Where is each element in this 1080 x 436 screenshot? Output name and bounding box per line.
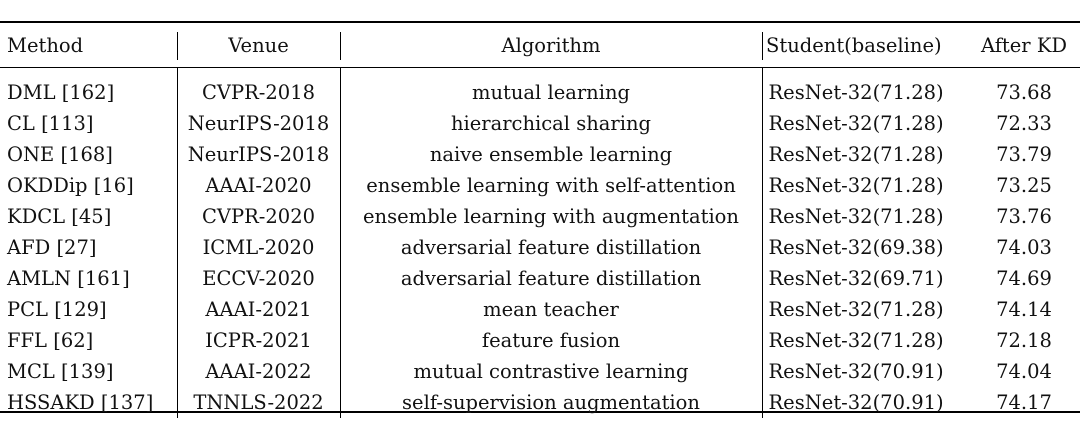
cell-after-kd: 73.25 xyxy=(996,173,1052,197)
cell-method: ONE [168] xyxy=(7,142,113,166)
cell-after-kd: 73.68 xyxy=(996,80,1052,104)
cell-method: PCL [129] xyxy=(7,297,107,321)
cell-after-kd: 74.17 xyxy=(996,390,1052,414)
cell-after-kd: 72.18 xyxy=(996,328,1052,352)
cell-student: ResNet-32(71.28) xyxy=(761,108,968,139)
table-row: ONE [168] NeurIPS-2018 naive ensemble le… xyxy=(0,139,1080,170)
cell-method: OKDDip [16] xyxy=(7,173,134,197)
cell-student: ResNet-32(71.28) xyxy=(761,201,968,232)
header-method: Method xyxy=(7,33,84,57)
cell-after-kd: 72.33 xyxy=(996,111,1052,135)
cell-method: KDCL [45] xyxy=(7,204,112,228)
cell-algorithm: ensemble learning with augmentation xyxy=(339,201,762,232)
cell-venue: AAAI-2020 xyxy=(176,170,340,201)
table-row: KDCL [45] CVPR-2020 ensemble learning wi… xyxy=(0,201,1080,232)
header-after-kd: After KD xyxy=(980,33,1068,57)
cell-method: MCL [139] xyxy=(7,359,114,383)
cell-venue: AAAI-2021 xyxy=(176,294,340,325)
cell-after-kd: 74.03 xyxy=(996,235,1052,259)
cell-student: ResNet-32(69.38) xyxy=(761,232,968,263)
cell-after-kd: 74.69 xyxy=(996,266,1052,290)
cell-venue: ICPR-2021 xyxy=(176,325,340,356)
results-table: Method Venue Algorithm Student(baseline)… xyxy=(0,0,1080,418)
table-row: AFD [27] ICML-2020 adversarial feature d… xyxy=(0,232,1080,263)
table-header-row: Method Venue Algorithm Student(baseline)… xyxy=(0,0,1080,68)
cell-after-kd: 73.76 xyxy=(996,204,1052,228)
table-row: AMLN [161] ECCV-2020 adversarial feature… xyxy=(0,263,1080,294)
cell-venue: ICML-2020 xyxy=(176,232,340,263)
cell-algorithm: ensemble learning with self-attention xyxy=(339,170,762,201)
cell-student: ResNet-32(69.71) xyxy=(761,263,968,294)
table-row: CL [113] NeurIPS-2018 hierarchical shari… xyxy=(0,108,1080,139)
cell-student: ResNet-32(71.28) xyxy=(761,139,968,170)
cell-algorithm: mutual learning xyxy=(339,68,762,108)
cell-after-kd: 73.79 xyxy=(996,142,1052,166)
cell-student: ResNet-32(70.91) xyxy=(761,387,968,418)
table-row: DML [162] CVPR-2018 mutual learning ResN… xyxy=(0,68,1080,108)
header-venue: Venue xyxy=(177,0,340,68)
cell-student: ResNet-32(71.28) xyxy=(761,170,968,201)
cell-after-kd: 74.04 xyxy=(996,359,1052,383)
table-row: MCL [139] AAAI-2022 mutual contrastive l… xyxy=(0,356,1080,387)
cell-student: ResNet-32(71.28) xyxy=(761,325,968,356)
cell-venue: NeurIPS-2018 xyxy=(176,139,340,170)
cell-algorithm: adversarial feature distillation xyxy=(339,263,762,294)
cell-venue: CVPR-2018 xyxy=(176,68,340,108)
cell-venue: AAAI-2022 xyxy=(176,356,340,387)
table-row: FFL [62] ICPR-2021 feature fusion ResNet… xyxy=(0,325,1080,356)
cell-algorithm: self-supervision augmentation xyxy=(339,387,762,418)
cell-after-kd: 74.14 xyxy=(996,297,1052,321)
cell-method: FFL [62] xyxy=(7,328,94,352)
cell-algorithm: mutual contrastive learning xyxy=(339,356,762,387)
cell-method: AMLN [161] xyxy=(7,266,130,290)
cell-algorithm: mean teacher xyxy=(339,294,762,325)
cell-method: DML [162] xyxy=(7,80,115,104)
cell-venue: CVPR-2020 xyxy=(176,201,340,232)
cell-student: ResNet-32(71.28) xyxy=(761,294,968,325)
header-student: Student(baseline) xyxy=(762,0,968,68)
table-row: OKDDip [16] AAAI-2020 ensemble learning … xyxy=(0,170,1080,201)
cell-method: AFD [27] xyxy=(7,235,97,259)
cell-algorithm: feature fusion xyxy=(339,325,762,356)
cell-student: ResNet-32(71.28) xyxy=(761,68,968,108)
cell-algorithm: naive ensemble learning xyxy=(339,139,762,170)
cell-method: CL [113] xyxy=(7,111,94,135)
cell-algorithm: adversarial feature distillation xyxy=(339,232,762,263)
top-rule xyxy=(0,21,1080,23)
header-algorithm: Algorithm xyxy=(340,0,762,68)
header-rule xyxy=(0,67,1080,68)
cell-student: ResNet-32(70.91) xyxy=(761,356,968,387)
cell-venue: NeurIPS-2018 xyxy=(176,108,340,139)
cell-method: HSSAKD [137] xyxy=(7,390,154,414)
table-row: PCL [129] AAAI-2021 mean teacher ResNet-… xyxy=(0,294,1080,325)
cell-venue: TNNLS-2022 xyxy=(176,387,340,418)
cell-venue: ECCV-2020 xyxy=(176,263,340,294)
table-row: HSSAKD [137] TNNLS-2022 self-supervision… xyxy=(0,387,1080,418)
cell-algorithm: hierarchical sharing xyxy=(339,108,762,139)
